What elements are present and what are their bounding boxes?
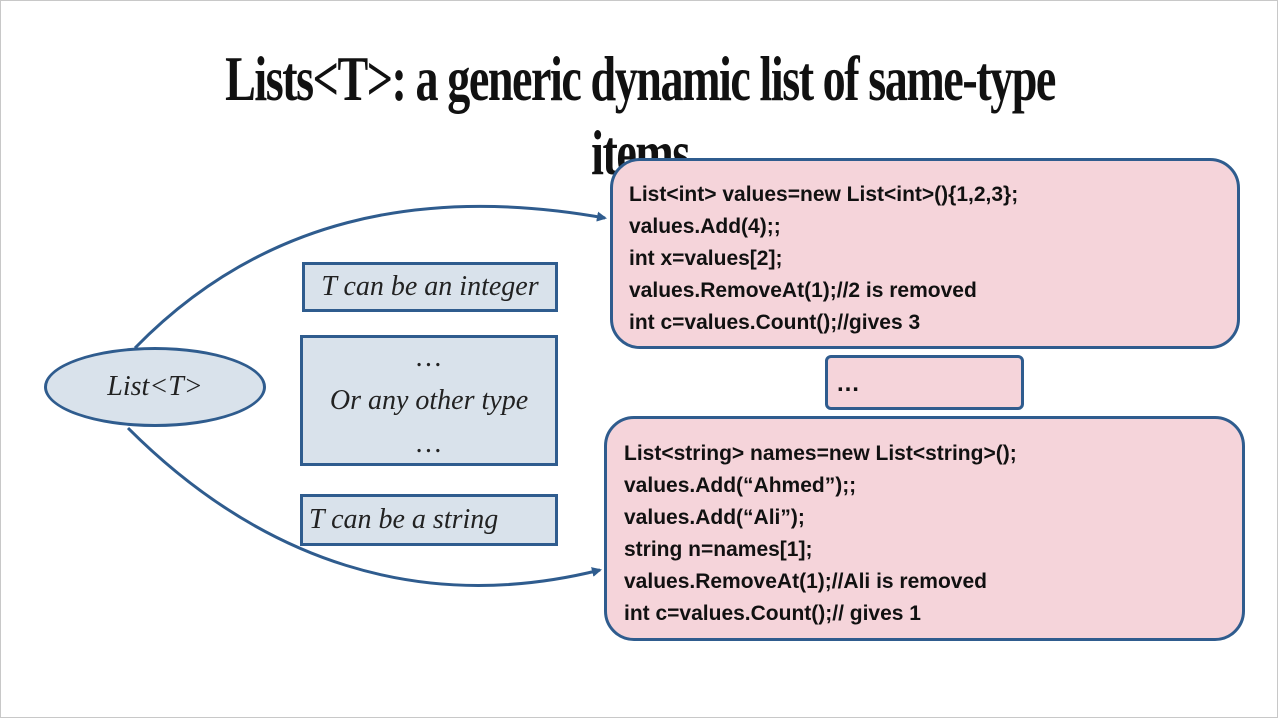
string-list-code-box: List<string> names=new List<string>(); v… bbox=[604, 416, 1245, 641]
code-line: values.RemoveAt(1);//Ali is removed bbox=[624, 570, 987, 593]
ellipsis-box: … bbox=[825, 355, 1024, 410]
code-line: values.Add(“Ali”); bbox=[624, 506, 805, 529]
other-type-line: Or any other type bbox=[329, 385, 529, 416]
list-t-label: List<T> bbox=[107, 371, 203, 402]
int-type-label: T can be an integer bbox=[321, 271, 539, 302]
code-line: List<string> names=new List<string>(); bbox=[624, 442, 1017, 465]
other-type-box: … Or any other type … bbox=[300, 335, 558, 466]
code-line: values.Add(“Ahmed”);; bbox=[624, 474, 857, 497]
other-type-line: … bbox=[416, 342, 442, 373]
code-line: string n=names[1]; bbox=[624, 538, 813, 561]
code-line: int c=values.Count();//gives 3 bbox=[629, 311, 921, 334]
code-line: int c=values.Count();// gives 1 bbox=[624, 602, 921, 625]
arrow-to-int-code bbox=[133, 204, 607, 350]
int-type-box: T can be an integer bbox=[302, 262, 558, 312]
code-line: List<int> values=new List<int>(){1,2,3}; bbox=[629, 183, 1019, 206]
other-type-line: … bbox=[416, 428, 442, 459]
list-t-node: List<T> bbox=[44, 347, 266, 427]
string-type-label: T can be a string bbox=[309, 504, 499, 535]
slide-title: Lists<T>: a generic dynamic list of same… bbox=[225, 43, 1056, 188]
int-list-code-box: List<int> values=new List<int>(){1,2,3};… bbox=[610, 158, 1240, 349]
arrow-to-string-code bbox=[126, 426, 602, 587]
code-line: values.RemoveAt(1);//2 is removed bbox=[629, 279, 977, 302]
string-type-box: T can be a string bbox=[300, 494, 558, 546]
code-line: values.Add(4);; bbox=[629, 215, 781, 238]
code-line: int x=values[2]; bbox=[629, 247, 783, 270]
ellipsis-label: … bbox=[836, 370, 860, 397]
